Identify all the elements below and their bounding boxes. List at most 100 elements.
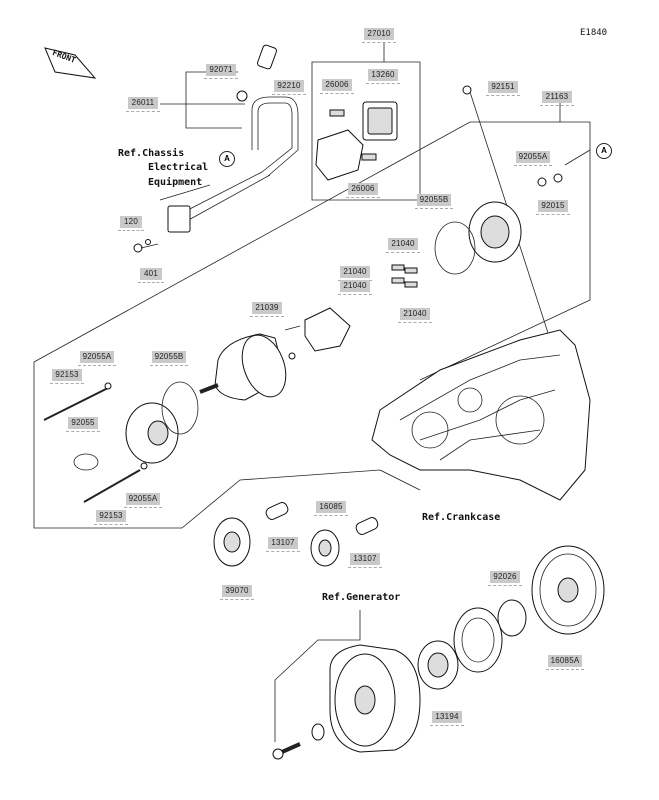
screw bbox=[288, 352, 296, 360]
ref-crankcase: Ref.Crankcase bbox=[422, 512, 501, 523]
leader-line bbox=[160, 71, 238, 105]
idle-gear-hub bbox=[223, 531, 241, 553]
part-label[interactable]: 92153 bbox=[94, 510, 128, 525]
part-label[interactable]: 92055B bbox=[150, 351, 188, 366]
part-label[interactable]: 21040 bbox=[386, 238, 420, 253]
washer bbox=[104, 382, 112, 390]
rotor-bolt-head bbox=[272, 748, 284, 760]
o-ring bbox=[161, 381, 199, 435]
part-label[interactable]: 92210 bbox=[272, 80, 306, 95]
fuse bbox=[361, 153, 377, 161]
part-label[interactable]: 13107 bbox=[348, 553, 382, 568]
part-label[interactable]: 21040 bbox=[338, 280, 372, 295]
starter-cable bbox=[179, 171, 271, 223]
bolt bbox=[462, 85, 472, 95]
o-ring-small bbox=[73, 453, 99, 471]
part-label[interactable]: 92015 bbox=[536, 200, 570, 215]
part-label[interactable]: 92055A bbox=[514, 151, 552, 166]
part-label[interactable]: 16085 bbox=[314, 501, 348, 516]
part-label[interactable]: 92151 bbox=[486, 81, 520, 96]
part-label[interactable]: 92153 bbox=[50, 369, 84, 384]
relay-holder bbox=[315, 129, 364, 181]
washer bbox=[497, 599, 527, 637]
long-bolt bbox=[43, 387, 109, 421]
washer bbox=[537, 177, 547, 187]
fuse bbox=[329, 109, 345, 117]
crankcase-bore bbox=[457, 387, 483, 413]
crankcase bbox=[371, 329, 591, 501]
starter-gear-hub bbox=[557, 577, 579, 603]
long-bolt bbox=[83, 469, 141, 503]
starter-clutch-inner bbox=[461, 617, 495, 663]
relay-body bbox=[367, 107, 393, 135]
part-label[interactable]: 92055A bbox=[124, 493, 162, 508]
crankcase-bore bbox=[411, 411, 449, 449]
motor-shaft bbox=[199, 383, 219, 394]
part-label[interactable]: 13260 bbox=[366, 69, 400, 84]
one-way-clutch-inner bbox=[427, 652, 449, 678]
brush-holder bbox=[304, 307, 351, 352]
front-arrow bbox=[44, 47, 97, 79]
screw bbox=[284, 325, 301, 331]
leader-line bbox=[181, 469, 421, 529]
starter-gear-rim bbox=[539, 553, 597, 627]
part-label[interactable]: 21040 bbox=[398, 308, 432, 323]
shaft bbox=[355, 517, 379, 535]
part-label[interactable]: 401 bbox=[138, 268, 164, 283]
bolt bbox=[133, 243, 143, 253]
bolt-shaft bbox=[140, 243, 159, 249]
diagram-code: E1840 bbox=[580, 28, 608, 38]
torque-limiter-hub bbox=[318, 539, 332, 557]
washer bbox=[145, 239, 151, 245]
end-cover-inner bbox=[480, 215, 510, 249]
part-label[interactable]: 21163 bbox=[540, 91, 574, 106]
front-cover-hub bbox=[147, 420, 169, 446]
nut bbox=[236, 90, 248, 102]
rotor-bolt bbox=[281, 742, 301, 754]
part-label[interactable]: 26006 bbox=[346, 183, 380, 198]
part-label[interactable]: 39070 bbox=[220, 585, 254, 600]
o-ring bbox=[434, 221, 476, 275]
leader-line bbox=[564, 149, 591, 166]
ref-chassis-line2: Electrical bbox=[148, 162, 209, 173]
brush bbox=[391, 264, 405, 271]
part-label[interactable]: 92055B bbox=[415, 194, 453, 209]
part-label[interactable]: 16085A bbox=[546, 655, 584, 670]
leader-line bbox=[159, 184, 211, 201]
cable-connector bbox=[167, 205, 191, 233]
leader-line bbox=[274, 610, 361, 742]
group-box bbox=[419, 100, 591, 381]
part-label[interactable]: 120 bbox=[118, 216, 144, 231]
group-box bbox=[33, 121, 560, 529]
ref-chassis-line1: Ref.Chassis bbox=[118, 148, 185, 159]
nut bbox=[553, 173, 563, 183]
starter-cable bbox=[257, 102, 293, 173]
crankcase-bore bbox=[495, 395, 545, 445]
callout-a-right: A bbox=[596, 143, 612, 159]
callout-a-left: A bbox=[219, 151, 235, 167]
part-label[interactable]: 92071 bbox=[204, 64, 238, 79]
leader-line bbox=[185, 104, 242, 129]
part-label[interactable]: 26006 bbox=[320, 79, 354, 94]
part-label[interactable]: 21039 bbox=[250, 302, 284, 317]
part-label[interactable]: 21040 bbox=[338, 266, 372, 281]
part-label[interactable]: 13107 bbox=[266, 537, 300, 552]
ref-chassis-line3: Equipment bbox=[148, 177, 203, 188]
brush bbox=[404, 267, 418, 274]
part-label[interactable]: 27010 bbox=[362, 28, 396, 43]
washer bbox=[311, 723, 325, 741]
shaft bbox=[265, 502, 289, 520]
brush bbox=[404, 281, 418, 288]
crankcase-ribs bbox=[399, 354, 561, 461]
starter-cable bbox=[251, 96, 299, 177]
part-label[interactable]: 26011 bbox=[126, 97, 160, 112]
part-label[interactable]: 92055A bbox=[78, 351, 116, 366]
ref-generator: Ref.Generator bbox=[322, 592, 401, 603]
brush bbox=[391, 277, 405, 284]
part-label[interactable]: 13194 bbox=[430, 711, 464, 726]
part-label[interactable]: 92055 bbox=[66, 417, 100, 432]
starter-clutch bbox=[453, 607, 503, 673]
part-label[interactable]: 92026 bbox=[488, 571, 522, 586]
